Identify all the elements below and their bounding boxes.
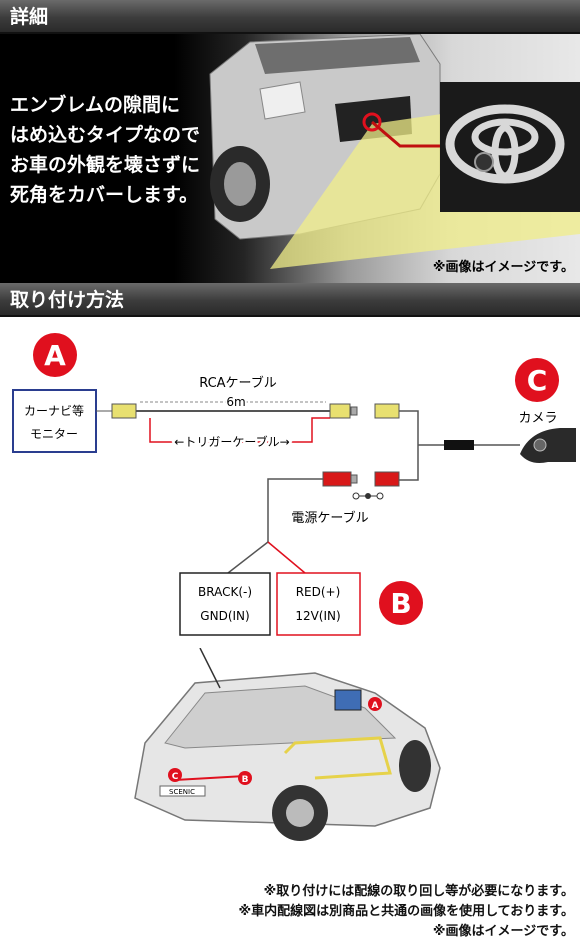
hero-line: 死角をカバーします。 (10, 184, 199, 206)
car-marker-c (168, 768, 182, 782)
badge-c (515, 358, 559, 402)
trigger-cable-label: ←トリガーケーブル→ (174, 434, 289, 449)
ground-box (179, 572, 271, 636)
hero-image: エンブレムの隙間に はめ込むタイプなので お車の外観を壊さずに 死角をカバーしま… (0, 34, 580, 283)
footer-note-3: ※画像はイメージです。 (432, 924, 574, 939)
svg-text:C: C (172, 772, 179, 782)
car-rear-wheel (399, 740, 431, 792)
car-badge: SCENIC (169, 788, 195, 796)
camera-video-connector (374, 403, 400, 419)
positive-label-2: 12V(IN) (295, 609, 340, 623)
section-header-detail: 詳細 (0, 0, 580, 34)
hero-copy: エンブレムの隙間に はめ込むタイプなので お車の外観を壊さずに 死角をカバーしま… (10, 90, 200, 210)
positive-box (276, 572, 361, 636)
rca-connector-right (329, 403, 351, 419)
camera-lens (474, 152, 494, 172)
hero-illustration (209, 34, 580, 269)
ground-label-2: GND(IN) (200, 609, 249, 623)
section-title-install: 取り付け方法 (10, 289, 125, 311)
section-header-install: 取り付け方法 (0, 283, 580, 317)
badge-a-label: A (44, 339, 66, 372)
badge-c-label: C (527, 364, 548, 397)
car-cutaway-illustration: SCENIC A B C (134, 648, 441, 841)
camera-label: カメラ (518, 411, 557, 426)
power-connector-left (322, 471, 352, 487)
headlight (259, 81, 306, 120)
positive-wire (267, 541, 306, 574)
monitor-label-1: カーナビ等 (24, 404, 84, 418)
svg-text:B: B (242, 775, 249, 785)
monitor-box (12, 389, 97, 453)
rca-connector-left (111, 403, 137, 419)
length-label: 6m (226, 395, 245, 409)
hero-image-note: ※画像はイメージです。 (432, 260, 574, 275)
footer-note-2: ※車内配線図は別商品と共通の画像を使用しております。 (238, 904, 574, 919)
emblem-marker (362, 112, 382, 132)
camera-device (520, 428, 576, 463)
positive-label-1: RED(+) (296, 585, 341, 599)
hero-line: エンブレムの隙間に (10, 94, 181, 116)
windshield (255, 37, 420, 74)
wiring-diagram: A カーナビ等 モニター RCAケーブル 6m ←トリガーケーブル→ 電源ケーブ… (12, 333, 576, 636)
monitor-label-2: モニター (30, 427, 78, 441)
car-monitor (334, 689, 362, 711)
power-cable-label: 電源ケーブル (291, 510, 368, 526)
cable-junction (444, 440, 474, 450)
rca-cable-label: RCAケーブル (199, 375, 277, 391)
hero-line: お車の外観を壊さずに (10, 154, 201, 176)
car-plate (159, 785, 206, 797)
power-cable (267, 478, 323, 542)
car-wiring-path (283, 736, 392, 780)
section-title-detail: 詳細 (10, 6, 49, 28)
badge-a (33, 333, 77, 377)
power-connector-right (374, 471, 400, 487)
trigger-cable (149, 417, 330, 443)
ground-wire (227, 541, 269, 574)
badge-b-label: B (390, 587, 411, 620)
antenna (199, 648, 221, 689)
car-marker-a (368, 697, 382, 711)
svg-text:A: A (372, 701, 379, 711)
footer-note-1: ※取り付けには配線の取り回し等が必要になります。 (263, 884, 574, 899)
car-marker-b (238, 771, 252, 785)
hero-line: はめ込むタイプなので (10, 124, 201, 146)
badge-b (379, 581, 423, 625)
ground-label-1: BRACK(-) (198, 585, 252, 599)
